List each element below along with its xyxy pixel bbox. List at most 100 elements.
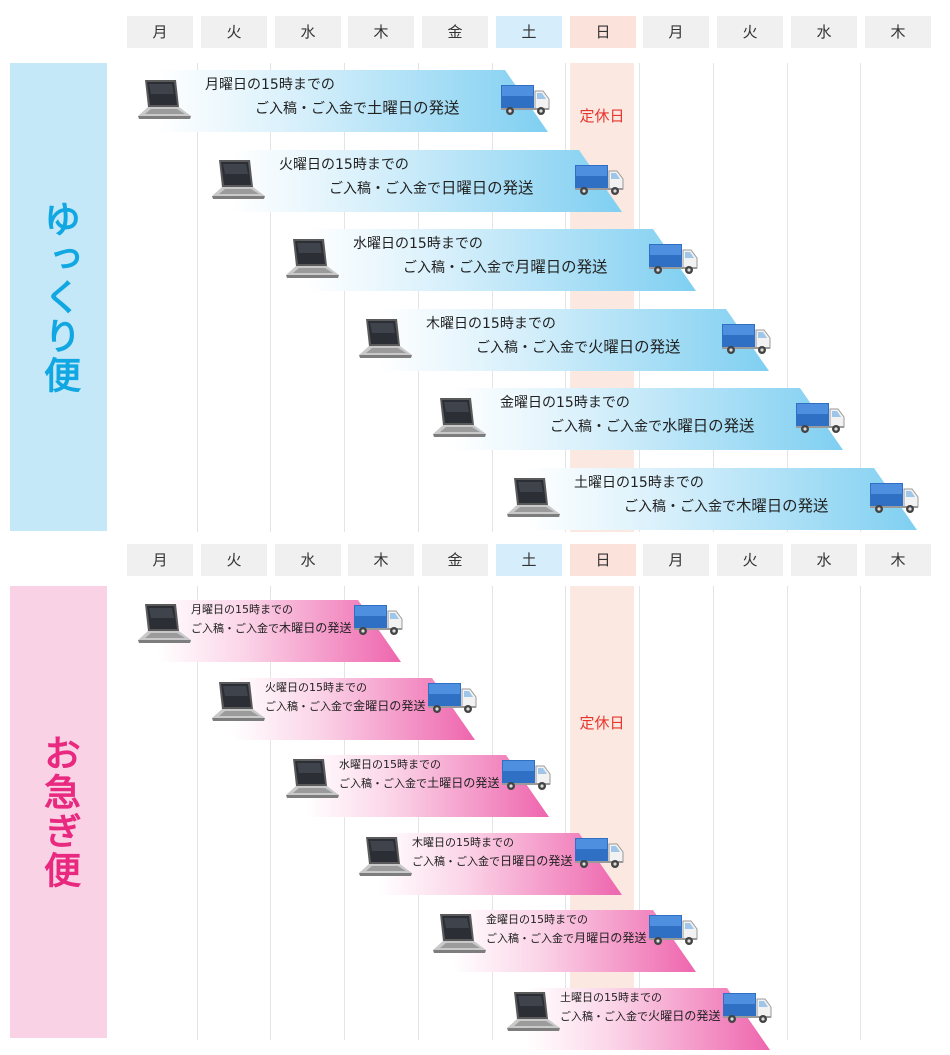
payment-text: ご入稿・ご入金で (412, 854, 500, 868)
day-header: 月 (643, 16, 709, 48)
ship-day-text: 日曜日の発送 (500, 853, 573, 868)
shipping-line: ご入稿・ご入金で火曜日の発送 (560, 1008, 721, 1025)
day-header: 木 (865, 544, 931, 576)
day-header: 月 (127, 16, 193, 48)
holiday-label: 定休日 (579, 107, 625, 125)
truck-icon (500, 84, 550, 120)
shipping-line: ご入稿・ご入金で日曜日の発送 (412, 853, 573, 870)
deadline-text: 月曜日の15時までの (205, 77, 335, 93)
day-header: 日 (570, 544, 636, 576)
shipping-line: ご入稿・ご入金で土曜日の発送 (339, 775, 500, 792)
day-header: 金 (422, 544, 488, 576)
laptop-icon (431, 912, 487, 958)
day-header: 月 (643, 544, 709, 576)
day-header: 木 (348, 544, 414, 576)
ship-day-text: 木曜日の発送 (736, 496, 829, 515)
ship-day-text: 火曜日の発送 (588, 337, 681, 356)
day-header: 水 (275, 544, 341, 576)
laptop-icon (431, 396, 487, 442)
payment-text: ご入稿・ご入金で (255, 100, 367, 117)
day-header: 木 (348, 16, 414, 48)
day-header: 火 (201, 16, 267, 48)
schedule-text: 木曜日の15時までのご入稿・ご入金で火曜日の発送 (426, 315, 680, 358)
ship-day-text: 水曜日の発送 (662, 416, 755, 435)
laptop-icon (284, 237, 340, 283)
schedule-text: 金曜日の15時までのご入稿・ご入金で水曜日の発送 (500, 394, 754, 437)
schedule-text: 月曜日の15時までのご入稿・ご入金で木曜日の発送 (191, 603, 352, 637)
shipping-line: ご入稿・ご入金で木曜日の発送 (191, 620, 352, 637)
slow-schedule-arrow (379, 309, 769, 371)
truck-icon (574, 837, 624, 873)
ship-day-text: 月曜日の発送 (574, 930, 647, 945)
truck-icon (869, 482, 919, 518)
deadline-text: 土曜日の15時までの (574, 475, 704, 491)
holiday-column (570, 63, 634, 532)
schedule-text: 土曜日の15時までのご入稿・ご入金で火曜日の発送 (560, 991, 721, 1025)
schedule-text: 金曜日の15時までのご入稿・ご入金で月曜日の発送 (486, 913, 647, 947)
payment-text: ご入稿・ご入金で (265, 699, 353, 713)
day-header: 金 (422, 16, 488, 48)
slow-schedule-arrow (527, 468, 917, 530)
grid-line (344, 63, 345, 532)
grid-line (492, 63, 493, 532)
schedule-text: 月曜日の15時までのご入稿・ご入金で土曜日の発送 (205, 76, 459, 119)
truck-icon (353, 604, 403, 640)
truck-icon (648, 243, 698, 279)
schedule-text: 土曜日の15時までのご入稿・ご入金で木曜日の発送 (574, 474, 828, 517)
payment-text: ご入稿・ご入金で (486, 931, 574, 945)
truck-icon (795, 402, 845, 438)
shipping-line: ご入稿・ご入金で月曜日の発送 (403, 257, 607, 278)
schedule-text: 水曜日の15時までのご入稿・ご入金で土曜日の発送 (339, 758, 500, 792)
deadline-text: 火曜日の15時までの (279, 157, 409, 173)
payment-text: ご入稿・ご入金で (624, 498, 736, 515)
day-header: 月 (127, 544, 193, 576)
slow-section-label: ゆっくり便 (10, 63, 107, 531)
shipping-line: ご入稿・ご入金で月曜日の発送 (486, 930, 647, 947)
truck-icon (427, 682, 477, 718)
ship-day-text: 月曜日の発送 (515, 257, 608, 276)
section-label-text: ゆっくり便 (37, 199, 81, 395)
fast-section-label: お急ぎ便 (10, 586, 107, 1038)
laptop-icon (357, 317, 413, 363)
deadline-text: 木曜日の15時までの (426, 316, 556, 332)
day-header: 火 (717, 16, 783, 48)
laptop-icon (136, 602, 192, 648)
slow-schedule-arrow (158, 70, 548, 132)
grid-line (639, 63, 640, 532)
truck-icon (648, 914, 698, 950)
grid-line (787, 63, 788, 532)
grid-line (197, 586, 198, 1040)
slow-schedule-arrow (232, 150, 622, 212)
payment-text: ご入稿・ご入金で (560, 1009, 648, 1023)
slow-schedule-arrow (453, 388, 843, 450)
day-header: 土 (496, 544, 562, 576)
day-header: 水 (791, 544, 857, 576)
payment-text: ご入稿・ご入金で (550, 418, 662, 435)
payment-text: ご入稿・ご入金で (476, 339, 588, 356)
shipping-line: ご入稿・ご入金で木曜日の発送 (624, 496, 828, 517)
payment-text: ご入稿・ご入金で (403, 259, 515, 276)
deadline-text: 水曜日の15時までの (339, 758, 441, 771)
section-label-text: お急ぎ便 (37, 734, 81, 890)
schedule-text: 木曜日の15時までのご入稿・ご入金で日曜日の発送 (412, 836, 573, 870)
grid-line (713, 63, 714, 532)
truck-icon (722, 992, 772, 1028)
schedule-text: 火曜日の15時までのご入稿・ご入金で日曜日の発送 (279, 156, 533, 199)
truck-icon (721, 323, 771, 359)
deadline-text: 水曜日の15時までの (353, 236, 483, 252)
grid-line (197, 63, 198, 532)
shipping-line: ご入稿・ご入金で日曜日の発送 (329, 178, 533, 199)
ship-day-text: 木曜日の発送 (279, 620, 352, 635)
truck-icon (501, 759, 551, 795)
truck-icon (574, 164, 624, 200)
day-header: 水 (791, 16, 857, 48)
ship-day-text: 土曜日の発送 (367, 98, 460, 117)
grid-line (787, 586, 788, 1040)
day-header: 木 (865, 16, 931, 48)
laptop-icon (357, 835, 413, 881)
shipping-line: ご入稿・ご入金で水曜日の発送 (550, 416, 754, 437)
payment-text: ご入稿・ご入金で (191, 621, 279, 635)
shipping-line: ご入稿・ご入金で金曜日の発送 (265, 698, 426, 715)
ship-day-text: 火曜日の発送 (648, 1008, 721, 1023)
deadline-text: 金曜日の15時までの (500, 395, 630, 411)
